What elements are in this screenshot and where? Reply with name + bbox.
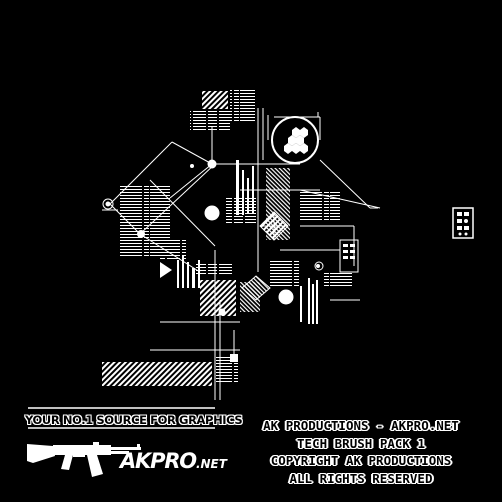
rifle-silhouette-icon [27,442,141,477]
badge-icon [457,212,469,236]
credit-line: TECH BRUSH PACK 1 [297,435,425,451]
credit-line: COPYRIGHT AK PRODUCTIONS [270,453,452,468]
brand-suffix: .NET [195,457,227,471]
brand-main: AKPRO [120,449,197,473]
credit-line: ALL RIGHTS RESERVED [289,470,433,486]
logo-divider [28,407,215,429]
credit-line: AK PRODUCTIONS - AKPRO.NET [263,418,459,433]
credits-block: AK PRODUCTIONS - AKPRO.NET TECH BRUSH PA… [226,417,496,487]
logo-tagline: YOUR NO.1 SOURCE FOR GRAPHICS [25,413,243,427]
brand-name: AKPRO.NET [120,449,227,473]
honeycomb-icon [284,127,308,154]
tech-linework [102,90,474,400]
